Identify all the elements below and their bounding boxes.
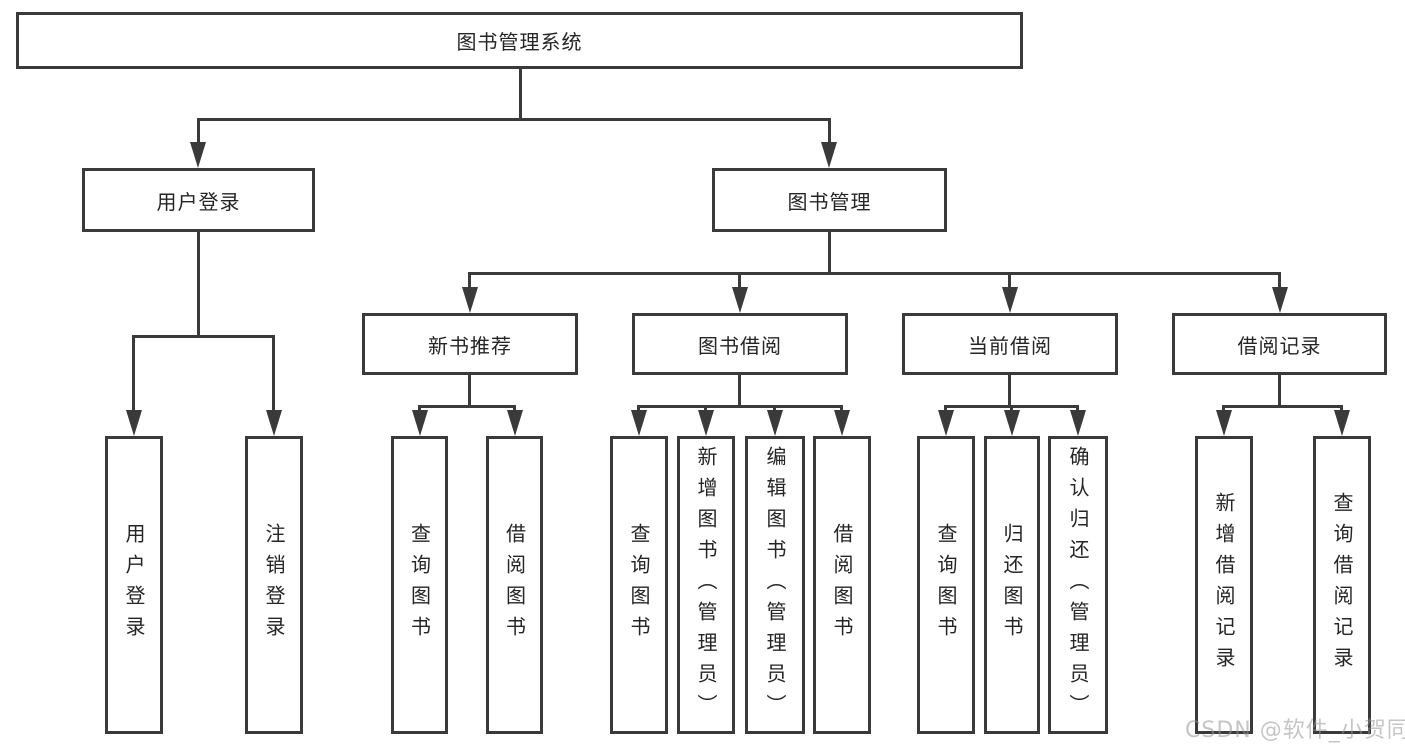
arrow-down-icon [1272, 287, 1288, 313]
connector-book-management-rail [468, 272, 1281, 275]
arrow-down-icon [1334, 410, 1350, 436]
arrow-down-icon [631, 410, 647, 436]
node-label: 图书管理 [787, 189, 872, 214]
node-label: 用户登录 [156, 189, 241, 214]
node-new-book-recommend: 新书推荐 [362, 313, 578, 375]
arrow-down-icon [126, 410, 142, 436]
leaf-borrow-books: 借阅图书 [813, 436, 871, 734]
node-borrowing-records: 借阅记录 [1172, 313, 1387, 375]
leaf-label: 新增借阅记录 [1212, 492, 1236, 678]
arrow-down-icon [412, 410, 428, 436]
arrow-down-icon [938, 410, 954, 436]
leaf-label: 确认归还（管理员） [1066, 445, 1090, 725]
connector-stem-book-management [828, 118, 831, 146]
leaf-query-books-borrowing: 查询图书 [610, 436, 668, 734]
node-label: 图书管理系统 [456, 30, 583, 54]
connector-user-login-rail [132, 335, 275, 338]
connector-drop [738, 375, 741, 408]
connector-drop [468, 375, 471, 408]
arrow-down-icon [190, 142, 206, 168]
node-label: 新书推荐 [428, 333, 512, 358]
leaf-user-login: 用户登录 [105, 436, 163, 734]
arrow-down-icon [1216, 410, 1232, 436]
leaf-label: 编辑图书（管理员） [763, 445, 787, 725]
arrow-down-icon [767, 410, 783, 436]
leaf-edit-books-admin: 编辑图书（管理员） [745, 436, 805, 734]
arrow-down-icon [1004, 410, 1020, 436]
node-label: 图书借阅 [698, 333, 782, 358]
leaf-query-books-current: 查询图书 [917, 436, 975, 734]
leaf-add-borrow-record: 新增借阅记录 [1195, 436, 1253, 734]
leaf-label: 查询图书 [407, 523, 432, 647]
arrow-down-icon [462, 287, 478, 313]
leaf-query-borrow-record: 查询借阅记录 [1313, 436, 1371, 734]
connector-stem-borrow-record [1278, 272, 1281, 289]
connector-stem-user-login [197, 118, 200, 146]
arrow-down-icon [732, 287, 748, 313]
node-book-management: 图书管理 [712, 168, 947, 232]
node-book-borrowing: 图书借阅 [632, 313, 848, 375]
leaf-return-books: 归还图书 [984, 436, 1040, 734]
arrow-down-icon [698, 410, 714, 436]
connector-drop [1008, 375, 1011, 408]
connector-stem-leaf [132, 335, 135, 413]
arrow-down-icon [507, 410, 523, 436]
leaf-label: 查询图书 [627, 523, 651, 647]
node-label: 当前借阅 [968, 333, 1052, 358]
node-library-management-system: 图书管理系统 [16, 12, 1023, 69]
connector-rail [637, 405, 843, 408]
node-label: 借阅记录 [1237, 333, 1322, 358]
node-current-borrowing: 当前借阅 [902, 313, 1118, 375]
leaf-add-books-admin: 新增图书（管理员） [677, 436, 735, 734]
connector-stem-book-borrow [738, 272, 741, 289]
arrow-down-icon [821, 142, 837, 168]
leaf-label: 查询借阅记录 [1330, 492, 1354, 678]
leaf-label: 新增图书（管理员） [694, 445, 718, 725]
connector-user-login-drop [197, 232, 200, 338]
leaf-logout: 注销登录 [245, 436, 303, 734]
connector-root-rail [197, 118, 831, 121]
connector-rail [1222, 405, 1343, 408]
connector-drop [1278, 375, 1281, 408]
arrow-down-icon [1070, 410, 1086, 436]
arrow-down-icon [834, 410, 850, 436]
connector-stem-new-book [468, 272, 471, 289]
connector-rail [418, 405, 516, 408]
connector-stem-leaf [272, 335, 275, 413]
leaf-label: 归还图书 [1000, 523, 1024, 647]
connector-book-management-drop [828, 232, 831, 275]
arrow-down-icon [1002, 287, 1018, 313]
csdn-watermark: CSDN @软件_小贺同学 [1185, 718, 1405, 743]
leaf-label: 借阅图书 [502, 523, 527, 647]
leaf-label: 注销登录 [262, 523, 286, 647]
connector-root-drop [519, 69, 522, 120]
leaf-borrow-books-recommend: 借阅图书 [486, 436, 543, 734]
connector-stem-current-borrow [1008, 272, 1011, 289]
leaf-label: 用户登录 [122, 523, 146, 647]
leaf-label: 查询图书 [934, 523, 958, 647]
node-user-login: 用户登录 [82, 168, 315, 232]
arrow-down-icon [266, 410, 282, 436]
leaf-query-books-recommend: 查询图书 [391, 436, 448, 734]
leaf-confirm-return-admin: 确认归还（管理员） [1048, 436, 1108, 734]
leaf-label: 借阅图书 [830, 523, 854, 647]
